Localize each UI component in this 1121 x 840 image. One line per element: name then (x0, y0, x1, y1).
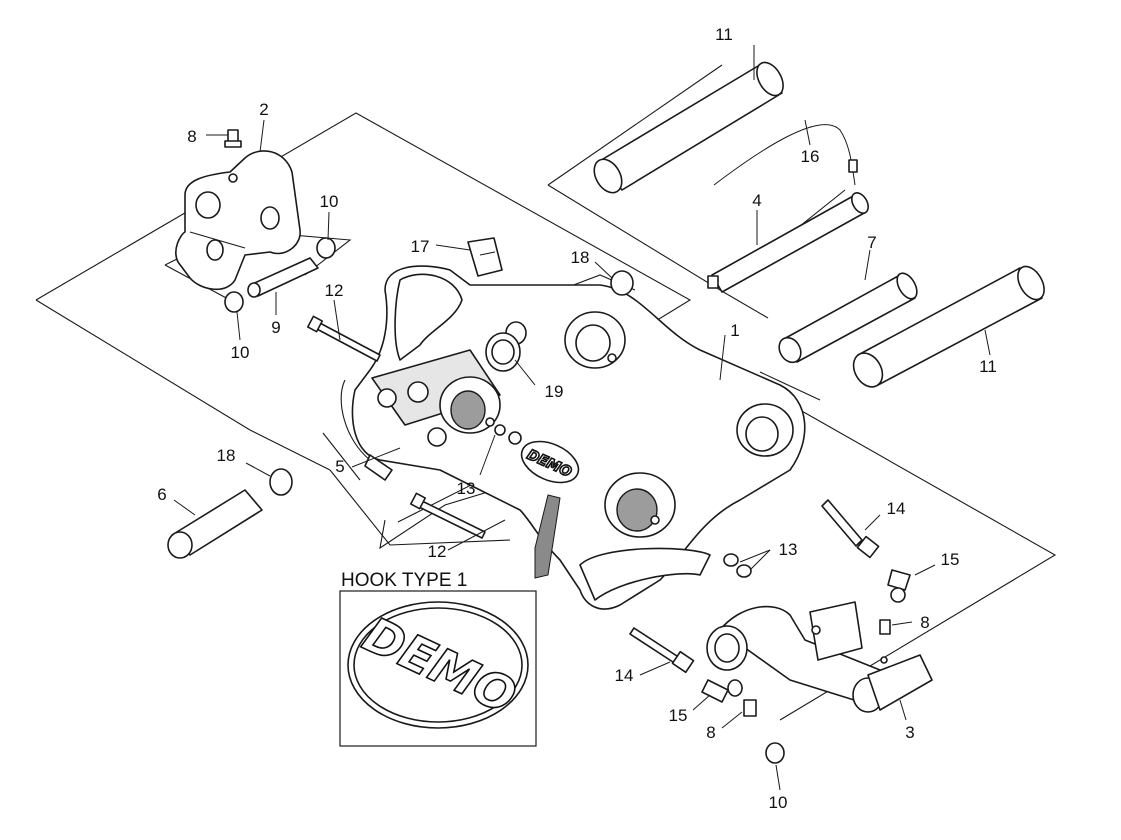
callout-19: 19 (545, 382, 564, 401)
part-12-bolt-lower (409, 492, 486, 539)
callout-15-lower: 15 (669, 706, 688, 725)
callout-12-upper: 12 (325, 281, 344, 300)
part-8-grease-nipple-bottom (743, 699, 757, 717)
callout-13-right: 13 (779, 540, 798, 559)
callout-8-bottom: 8 (706, 723, 715, 742)
callout-17: 17 (411, 237, 430, 256)
callout-18-lower: 18 (217, 446, 236, 465)
detail-title: HOOK TYPE 1 (341, 570, 467, 591)
part-18-ring-lower (269, 468, 293, 496)
pointer-arrow (534, 494, 561, 579)
detail-inset: HOOK TYPE 1 DEMO (339, 570, 537, 747)
callout-10-left: 10 (231, 343, 250, 362)
part-9-bushing (247, 257, 319, 298)
callout-13-left: 13 (457, 479, 476, 498)
callout-8-top: 8 (187, 127, 196, 146)
part-18-ring-upper (610, 270, 634, 296)
part-14-hose-lower (629, 627, 695, 674)
callout-9: 9 (271, 318, 280, 337)
part-8-grease-nipple-right (879, 619, 891, 635)
part-12-bolt-upper (306, 315, 381, 362)
callout-11-right: 11 (979, 357, 997, 376)
part-3-hydraulic-cylinder (706, 601, 933, 713)
part-10-o-ring-c (765, 742, 785, 764)
part-2-hook-bracket (175, 150, 301, 290)
callout-10-bottom: 10 (769, 793, 788, 812)
callout-16: 16 (801, 147, 820, 166)
callout-numbers: 8 2 10 10 9 12 17 18 18 6 5 19 13 12 13 … (157, 25, 997, 812)
part-15-fitting-lower (701, 679, 743, 703)
callout-10-upper: 10 (320, 192, 339, 211)
part-13-nuts-lower (723, 553, 752, 578)
part-4-pin (707, 192, 869, 293)
part-13-nuts-upper (485, 417, 522, 445)
leader-lines (173, 45, 991, 791)
body-decal: DEMO (520, 440, 580, 484)
callout-15-upper: 15 (941, 550, 960, 569)
callout-7: 7 (867, 233, 876, 252)
part-19-bushing (485, 332, 521, 372)
part-10-o-ring-b (224, 291, 244, 313)
callout-5: 5 (335, 457, 344, 476)
part-6-pin (167, 489, 263, 559)
detail-decal-inner (353, 607, 523, 723)
part-8-grease-nipple (224, 129, 242, 148)
part-5-lock-pin (340, 379, 393, 481)
callout-18-upper: 18 (571, 248, 590, 267)
callout-12-lower: 12 (428, 542, 447, 561)
part-11-pin-upper (593, 61, 784, 194)
callout-14-upper: 14 (887, 499, 906, 518)
part-10-o-ring-a (316, 237, 336, 259)
callout-3: 3 (905, 723, 914, 742)
part-14-hose-upper (821, 499, 880, 559)
callout-1: 1 (730, 321, 739, 340)
callout-11-top: 11 (715, 25, 733, 44)
part-11-pin-lower (852, 265, 1045, 388)
callout-8-right: 8 (920, 613, 929, 632)
callout-4: 4 (752, 191, 761, 210)
part-16-cable (713, 124, 858, 186)
callout-2: 2 (259, 100, 268, 119)
part-17-spring-clip (467, 237, 503, 277)
callout-14-lower: 14 (615, 666, 634, 685)
part-7-pin (778, 272, 918, 364)
part-1-frame: DEMO (351, 265, 806, 610)
part-15-fitting-upper (887, 569, 911, 603)
callout-6: 6 (157, 485, 166, 504)
